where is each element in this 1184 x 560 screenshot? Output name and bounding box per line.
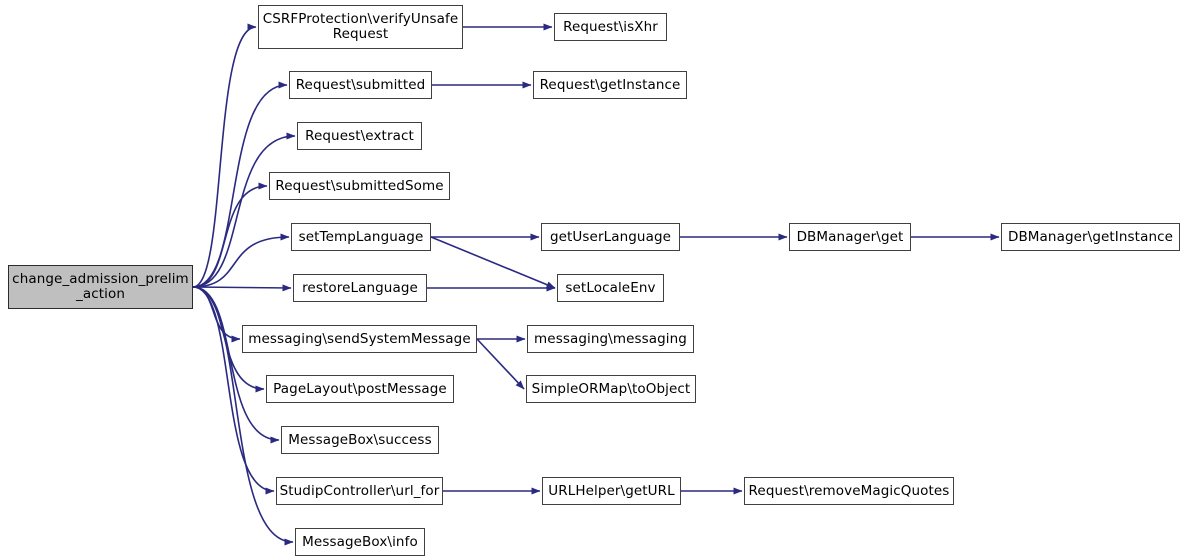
graph-node-getuserlang[interactable]: getUserLanguage bbox=[541, 223, 680, 251]
graph-node-messaging[interactable]: messaging\messaging bbox=[527, 325, 694, 353]
graph-edge-root-to-restorelang bbox=[192, 284, 292, 292]
graph-node-setlocaleenv[interactable]: setLocaleEnv bbox=[557, 274, 664, 302]
graph-node-mbsuccess[interactable]: MessageBox\success bbox=[281, 426, 439, 454]
graph-node-geturl[interactable]: URLHelper\getURL bbox=[542, 477, 681, 505]
graph-node-submittedsome[interactable]: Request\submittedSome bbox=[269, 172, 450, 200]
graph-node-mbinfo[interactable]: MessageBox\info bbox=[295, 528, 425, 556]
graph-edge-root-to-csrf bbox=[192, 23, 257, 288]
graph-node-toobject[interactable]: SimpleORMap\toObject bbox=[526, 375, 696, 403]
graph-node-dbget[interactable]: DBManager\get bbox=[789, 223, 911, 251]
graph-node-removemagic[interactable]: Request\removeMagicQuotes bbox=[744, 477, 954, 505]
graph-node-postmessage[interactable]: PageLayout\postMessage bbox=[266, 375, 454, 403]
graph-edge-settemplang-to-setlocaleenv bbox=[430, 236, 556, 289]
graph-edge-root-to-extract bbox=[192, 132, 296, 288]
graph-node-getinstance[interactable]: Request\getInstance bbox=[533, 71, 687, 99]
graph-edge-root-to-urlfor bbox=[192, 286, 275, 495]
graph-node-dbgetinstance[interactable]: DBManager\getInstance bbox=[1001, 223, 1180, 251]
graph-edge-root-to-sendsysmsg bbox=[192, 286, 241, 343]
graph-node-restorelang[interactable]: restoreLanguage bbox=[293, 274, 427, 302]
graph-node-sendsysmsg[interactable]: messaging\sendSystemMessage bbox=[242, 325, 477, 353]
graph-node-isxhr[interactable]: Request\isXhr bbox=[554, 13, 667, 41]
graph-node-urlfor[interactable]: StudipController\url_for bbox=[276, 477, 443, 505]
graph-edge-root-to-mbsuccess bbox=[192, 286, 280, 444]
graph-node-submitted[interactable]: Request\submitted bbox=[289, 71, 432, 99]
graph-edge-root-to-submittedsome bbox=[192, 182, 268, 288]
graph-node-settemplang[interactable]: setTempLanguage bbox=[291, 223, 431, 251]
graph-node-csrf[interactable]: CSRFProtection\verifyUnsafe Request bbox=[258, 5, 463, 49]
graph-node-extract[interactable]: Request\extract bbox=[297, 122, 422, 150]
graph-edge-sendsysmsg-to-toobject bbox=[476, 338, 525, 390]
graph-edge-root-to-settemplang bbox=[192, 233, 290, 288]
graph-node-root[interactable]: change_admission_prelim _action bbox=[8, 265, 193, 309]
